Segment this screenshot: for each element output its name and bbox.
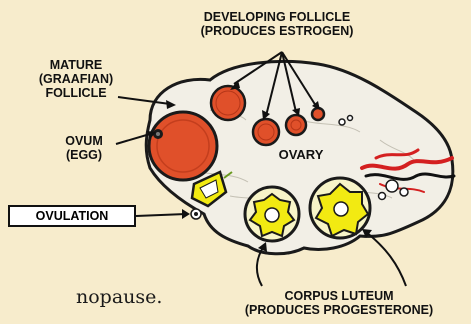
mature-follicle-line3: FOLLICLE <box>28 86 124 100</box>
mature-follicle-line2: (GRAAFIAN) <box>28 72 124 86</box>
ovum-label: OVUM (EGG) <box>44 134 124 162</box>
ovum-line2: (EGG) <box>44 148 124 162</box>
corpus-luteum-line1: CORPUS LUTEUM <box>210 289 468 303</box>
mature-follicle-label: MATURE (GRAAFIAN) FOLLICLE <box>28 58 124 100</box>
released-egg <box>191 209 201 219</box>
corpus-luteum-label: CORPUS LUTEUM (PRODUCES PROGESTERONE) <box>210 289 468 317</box>
ovum-line1: OVUM <box>44 134 124 148</box>
mature-follicle-line1: MATURE <box>28 58 124 72</box>
corpus-luteum-line2: (PRODUCES PROGESTERONE) <box>210 303 468 317</box>
ovary-label: OVARY <box>266 148 336 162</box>
mature-follicle <box>149 112 217 180</box>
background-text: nopause. <box>76 286 162 308</box>
developing-follicle-label: DEVELOPING FOLLICLE (PRODUCES ESTROGEN) <box>158 10 396 38</box>
developing-follicle-line2: (PRODUCES ESTROGEN) <box>158 24 396 38</box>
ovulation-label: OVULATION <box>8 205 136 227</box>
developing-follicle-line1: DEVELOPING FOLLICLE <box>158 10 396 24</box>
